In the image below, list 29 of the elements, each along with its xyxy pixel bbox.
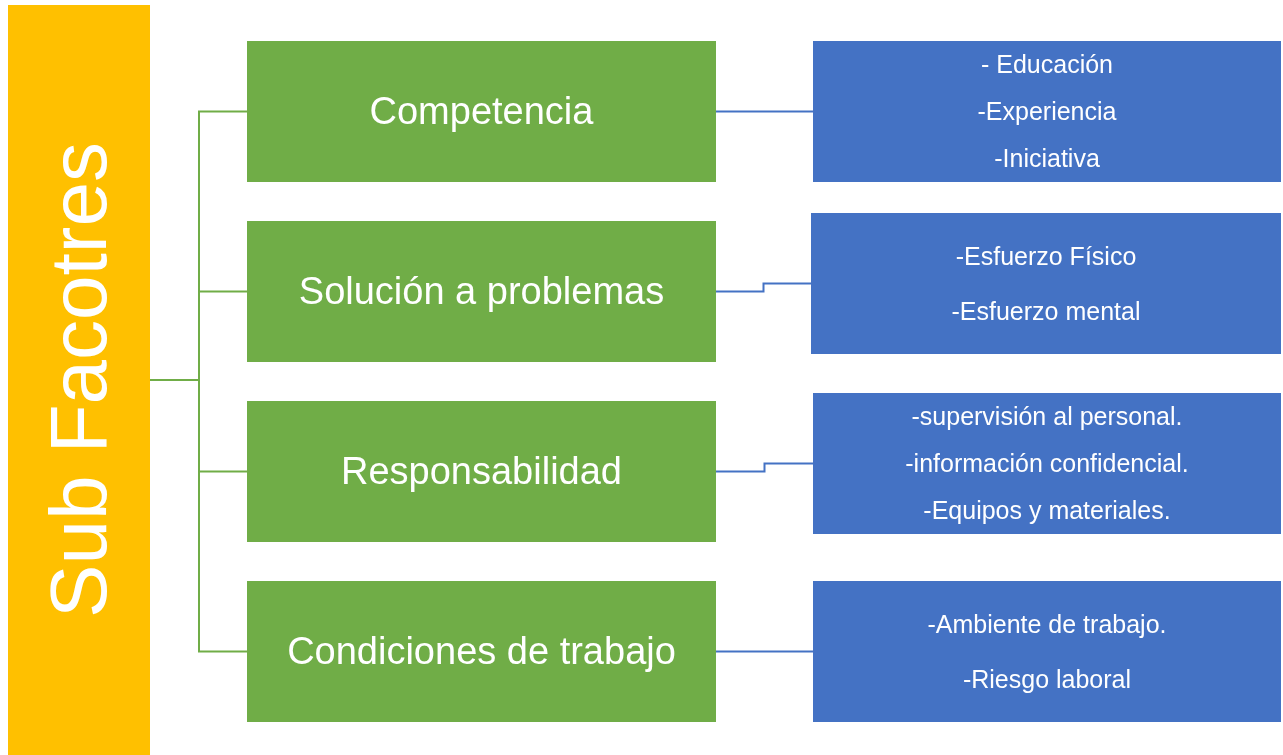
detail-box — [813, 581, 1281, 722]
category-label: Competencia — [369, 90, 594, 133]
category-box — [247, 41, 716, 182]
category-box — [247, 581, 716, 722]
list-item: -Equipos y materiales. — [923, 496, 1171, 525]
category-label: Solución a problemas — [298, 270, 665, 313]
list-item: -Esfuerzo Físico — [955, 241, 1137, 271]
detail-box — [811, 213, 1281, 354]
list-item: -Iniciativa — [994, 144, 1100, 173]
list-item: -Experiencia — [977, 97, 1117, 126]
connector-line — [715, 650, 814, 653]
category-box — [247, 401, 716, 542]
list-item: -Ambiente de trabajo. — [927, 609, 1167, 639]
title-bar — [8, 5, 150, 755]
connector-line — [715, 110, 814, 113]
connector-line — [149, 379, 248, 653]
category-label: Responsabilidad — [341, 450, 622, 493]
detail-box — [813, 41, 1281, 182]
list-item: -información confidencial. — [905, 449, 1189, 478]
list-item: - Educación — [981, 50, 1113, 79]
list-item: -Esfuerzo mental — [951, 296, 1141, 326]
connector-line — [715, 282, 812, 293]
title-text: Sub Facotres — [33, 142, 124, 618]
connector-line — [715, 462, 814, 473]
list-item: -Riesgo laboral — [962, 664, 1132, 694]
category-label: Condiciones de trabajo — [287, 630, 676, 673]
detail-box — [813, 393, 1281, 534]
category-box — [247, 221, 716, 362]
list-item: -supervisión al personal. — [911, 402, 1183, 431]
